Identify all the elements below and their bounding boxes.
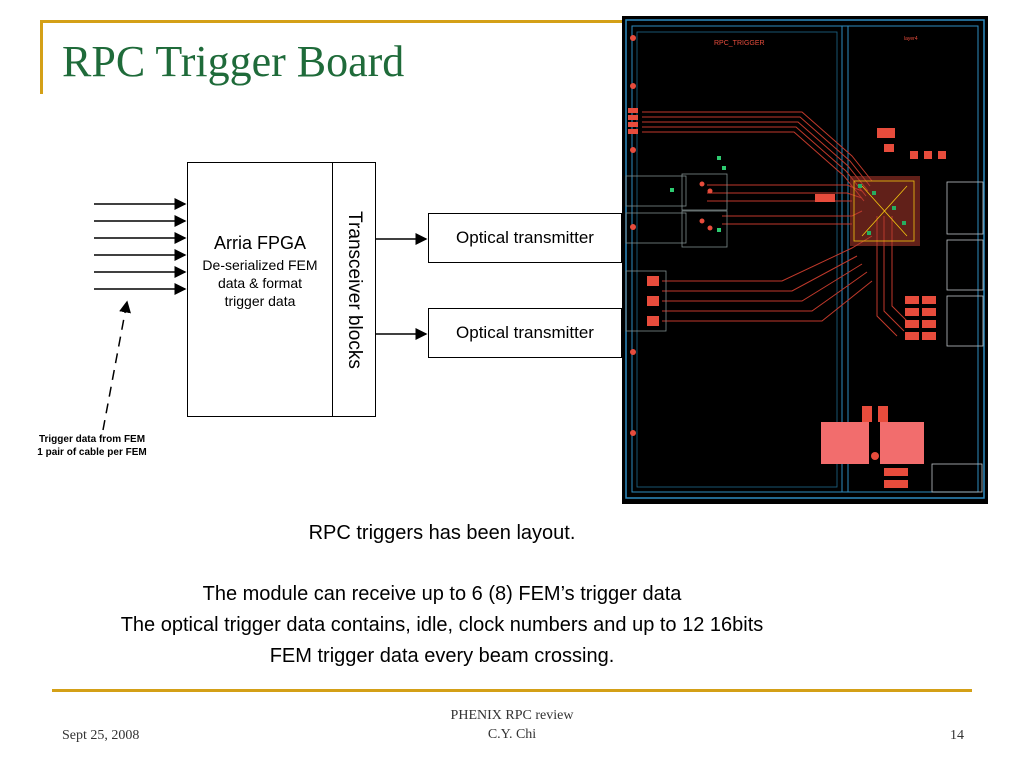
transceiver-block: Transceiver blocks xyxy=(332,162,376,417)
footer-event: PHENIX RPC review xyxy=(450,708,574,723)
footer-divider xyxy=(52,689,972,692)
input-arrows xyxy=(94,198,187,295)
pcb-corner-label: layer4 xyxy=(904,36,918,42)
footer-center: PHENIX RPC review C.Y. Chi xyxy=(412,706,612,744)
body-line-4: FEM trigger data every beam crossing. xyxy=(269,645,615,667)
page-number: 14 xyxy=(950,728,964,743)
title-accent-horizontal xyxy=(40,20,630,23)
footer-date: Sept 25, 2008 xyxy=(62,728,140,743)
body-line-3: The optical trigger data contains, idle,… xyxy=(120,614,764,636)
body-line-2: The module can receive up to 6 (8) FEM’s… xyxy=(202,583,682,605)
footer-author: C.Y. Chi xyxy=(487,727,537,742)
optical-transmitter-1: Optical transmitter xyxy=(428,213,622,263)
body-line-1: RPC triggers has been layout. xyxy=(308,522,576,544)
fem-input-note-line2: 1 pair of cable per FEM xyxy=(37,447,147,458)
fem-cable-dashed-arrow xyxy=(102,300,131,431)
pcb-board-label: RPC_TRIGGER xyxy=(714,40,765,47)
title-accent-vertical xyxy=(40,20,43,94)
pcb-layout-drawing: RPC_TRIGGER layer4 xyxy=(625,19,985,499)
fpga-block: Arria FPGA De-serialized FEM data & form… xyxy=(187,162,333,417)
fpga-description: De-serialized FEM data & format trigger … xyxy=(202,257,318,309)
pcb-layout-image: RPC_TRIGGER layer4 xyxy=(622,16,988,504)
slide-title: RPC Trigger Board xyxy=(62,37,405,86)
transceiver-label: Transceiver blocks xyxy=(344,210,365,369)
fem-input-note: Trigger data from FEM 1 pair of cable pe… xyxy=(22,433,162,459)
optical-transmitter-2: Optical transmitter xyxy=(428,308,622,358)
fem-input-note-line1: Trigger data from FEM xyxy=(38,434,146,445)
fpga-name: Arria FPGA xyxy=(213,233,306,253)
